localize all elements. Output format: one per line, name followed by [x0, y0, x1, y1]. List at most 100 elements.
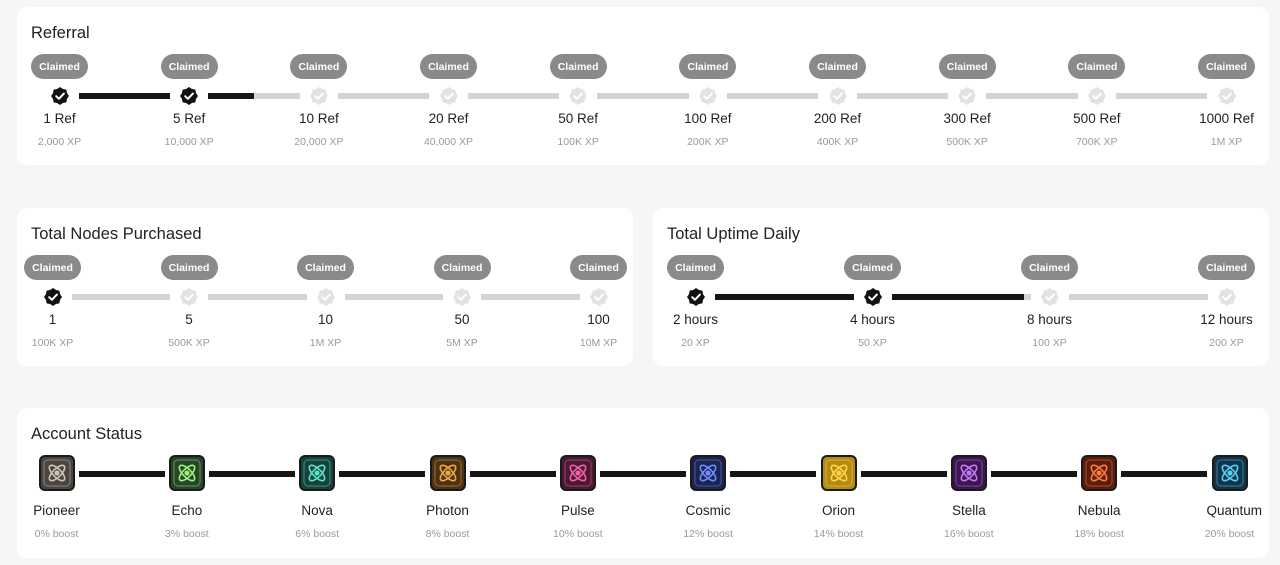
- uptime-claimed-button[interactable]: Claimed: [1021, 255, 1078, 280]
- nodes-claimed-button[interactable]: Claimed: [433, 255, 491, 280]
- tier-connector-line: [1121, 471, 1208, 477]
- tier-connector-line: [990, 471, 1078, 477]
- nodes-milestone-reward: 500K XP: [168, 337, 210, 349]
- tier-connector-line: [208, 471, 296, 477]
- referral-progress-segment: [1115, 93, 1208, 99]
- check-badge-icon: [863, 288, 882, 306]
- referral-milestone-reward: 500K XP: [946, 136, 988, 148]
- tier-boost: 0% boost: [34, 528, 79, 540]
- referral-milestone-reward: 20,000 XP: [294, 136, 344, 148]
- nodes-milestone-reward: 5M XP: [446, 337, 478, 349]
- nodes-progress-segment: [344, 294, 443, 300]
- uptime-progress-segment: [891, 294, 1031, 300]
- check-badge-pending-icon: [1087, 87, 1106, 105]
- nodes-milestone-reward: 10M XP: [579, 337, 618, 349]
- nodes-claimed-button[interactable]: Claimed: [570, 255, 627, 280]
- nodes-progress-segment: [481, 294, 580, 300]
- tier-boost: 20% boost: [1204, 528, 1255, 540]
- referral-claimed-button[interactable]: Claimed: [290, 54, 348, 79]
- uptime-title: Total Uptime Daily: [667, 225, 800, 243]
- uptime-progress-fill: [714, 294, 854, 300]
- check-badge-pending-icon: [309, 87, 328, 105]
- uptime-claimed-button[interactable]: Claimed: [667, 255, 724, 280]
- tier-name: Orion: [821, 503, 855, 518]
- referral-claimed-button[interactable]: Claimed: [420, 54, 477, 79]
- referral-milestone-label: 1000 Ref: [1199, 111, 1254, 126]
- uptime-claimed-button[interactable]: Claimed: [1198, 255, 1255, 280]
- uptime-progress-segment: [1068, 294, 1208, 300]
- check-badge-icon: [50, 87, 69, 105]
- quantum-tier-icon: [1211, 455, 1248, 491]
- check-badge-icon: [686, 288, 705, 306]
- tier-boost: 6% boost: [295, 528, 340, 540]
- uptime-progress-fill: [891, 294, 1024, 300]
- check-badge-pending-icon: [569, 87, 588, 105]
- tier-connector-line: [78, 471, 165, 477]
- referral-claimed-button[interactable]: Claimed: [1068, 54, 1126, 79]
- nodes-milestone-label: 100: [587, 312, 610, 327]
- referral-milestone-label: 500 Ref: [1073, 111, 1121, 126]
- referral-milestone-reward: 1M XP: [1210, 136, 1243, 148]
- referral-milestone-reward: 200K XP: [687, 136, 729, 148]
- tier-name: Nova: [301, 503, 333, 518]
- tier-connector-line: [469, 471, 556, 477]
- uptime-milestone-reward: 200 XP: [1209, 337, 1244, 349]
- check-badge-pending-icon: [439, 87, 458, 105]
- stella-tier-icon: [950, 455, 987, 491]
- referral-claimed-button[interactable]: Claimed: [679, 54, 737, 79]
- referral-claimed-button[interactable]: Claimed: [31, 54, 88, 79]
- check-badge-pending-icon: [589, 288, 608, 306]
- tier-name: Nebula: [1077, 503, 1121, 518]
- tier-boost: 8% boost: [425, 528, 470, 540]
- nebula-tier-icon: [1081, 455, 1118, 491]
- uptime-claimed-button[interactable]: Claimed: [844, 255, 901, 280]
- referral-claimed-button[interactable]: Claimed: [938, 54, 996, 79]
- uptime-milestone-label: 12 hours: [1200, 312, 1253, 327]
- tier-name: Photon: [426, 503, 469, 518]
- nodes-milestone-reward: 100K XP: [31, 337, 74, 349]
- uptime-milestone-label: 4 hours: [849, 312, 896, 327]
- referral-milestone-reward: 40,000 XP: [423, 136, 474, 148]
- tier-connector-line: [599, 471, 687, 477]
- referral-claimed-button[interactable]: Claimed: [549, 54, 607, 79]
- referral-milestone-reward: 700K XP: [1076, 136, 1118, 148]
- tier-name: Quantum: [1206, 503, 1263, 518]
- tier-boost: 18% boost: [1074, 528, 1124, 540]
- nodes-claimed-button[interactable]: Claimed: [24, 255, 81, 280]
- check-badge-pending-icon: [698, 87, 717, 105]
- orion-tier-icon: [820, 455, 857, 491]
- nodes-milestone-reward: 1M XP: [309, 337, 342, 349]
- referral-claimed-button[interactable]: Claimed: [160, 54, 218, 79]
- check-badge-icon: [180, 87, 199, 105]
- nodes-progress-segment: [208, 294, 307, 300]
- referral-milestone-reward: 2,000 XP: [37, 136, 82, 148]
- referral-progress-segment: [856, 93, 949, 99]
- referral-milestone-label: 100 Ref: [684, 111, 732, 126]
- check-badge-pending-icon: [1217, 87, 1236, 105]
- check-badge-pending-icon: [1040, 288, 1059, 306]
- tier-boost: 10% boost: [553, 528, 603, 540]
- echo-tier-icon: [168, 455, 205, 491]
- referral-progress-segment: [986, 93, 1078, 99]
- referral-milestone-label: 5 Ref: [173, 111, 206, 126]
- nodes-claimed-button[interactable]: Claimed: [160, 255, 218, 280]
- nodes-claimed-button[interactable]: Claimed: [297, 255, 354, 280]
- tier-boost: 14% boost: [813, 528, 864, 540]
- tier-connector-line: [730, 471, 817, 477]
- check-badge-pending-icon: [828, 87, 847, 105]
- tier-name: Stella: [951, 503, 986, 518]
- referral-title: Referral: [31, 24, 90, 42]
- referral-claimed-button[interactable]: Claimed: [809, 54, 866, 79]
- referral-claimed-button[interactable]: Claimed: [1198, 54, 1255, 79]
- nodes-title: Total Nodes Purchased: [31, 225, 202, 243]
- referral-progress-segment: [467, 93, 560, 99]
- photon-tier-icon: [429, 455, 466, 491]
- uptime-milestone-reward: 50 XP: [858, 337, 887, 349]
- uptime-milestone-label: 2 hours: [672, 312, 719, 327]
